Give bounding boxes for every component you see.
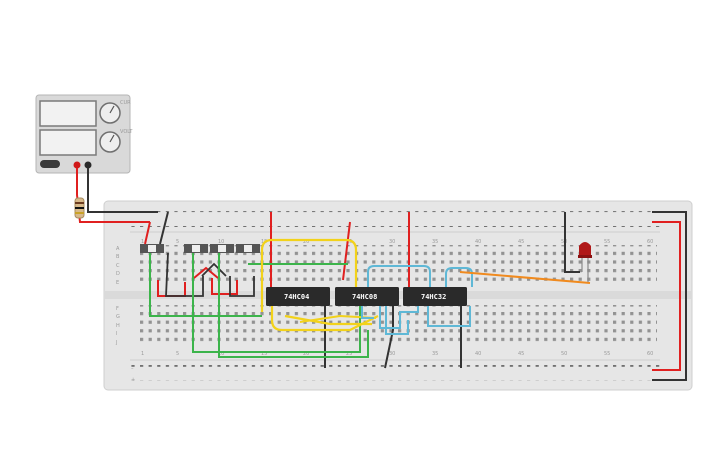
svg-text:35: 35	[432, 351, 438, 357]
yellow-wire-1[interactable]	[260, 238, 358, 312]
switch-icon[interactable]	[236, 244, 260, 253]
plus-rail-label: +	[131, 377, 135, 383]
led-ground-wire[interactable]	[564, 212, 580, 273]
right-positive-rail-wire[interactable]	[652, 221, 681, 371]
voltage-knob-label: VOLT	[120, 129, 133, 135]
svg-text:I: I	[116, 331, 117, 337]
chip-icon[interactable]: 74HC32	[403, 287, 467, 306]
input-b-wire[interactable]	[192, 253, 361, 353]
blue-wire-2[interactable]	[445, 267, 473, 287]
svg-text:15: 15	[261, 351, 267, 357]
supply-negative-wire[interactable]	[87, 168, 158, 213]
switch-jumper-3[interactable]	[193, 266, 219, 279]
svg-text:5: 5	[176, 351, 179, 357]
power-supply-icon[interactable]: CUR VOLT	[35, 94, 133, 174]
svg-text:55: 55	[604, 239, 610, 245]
switch-ground-jumper-1[interactable]	[165, 252, 204, 297]
switch-jumper-2[interactable]	[211, 278, 238, 295]
negative-terminal[interactable]	[84, 161, 92, 169]
svg-text:H: H	[116, 323, 120, 329]
yellow-wire-3[interactable]	[284, 314, 372, 326]
svg-text:10: 10	[218, 239, 224, 245]
svg-text:B: B	[116, 254, 120, 260]
right-negative-rail-wire[interactable]	[652, 211, 687, 381]
svg-text:25: 25	[346, 239, 352, 245]
svg-text:50: 50	[561, 351, 567, 357]
blue-wire-1[interactable]	[367, 265, 431, 287]
chip2-vcc-wire[interactable]	[342, 221, 351, 281]
resistor-icon[interactable]	[74, 197, 85, 219]
svg-text:40: 40	[475, 351, 481, 357]
svg-text:G: G	[116, 314, 120, 320]
switch-icon[interactable]	[210, 244, 234, 253]
switch-ground-jumper-3[interactable]	[201, 262, 227, 277]
switch-icon[interactable]	[140, 244, 164, 253]
yellow-wire-2[interactable]	[270, 306, 379, 332]
svg-text:F: F	[116, 306, 119, 312]
power-toggle[interactable]	[40, 160, 60, 168]
blue-wire-5[interactable]	[427, 306, 471, 327]
column-labels-bottom: 1 5 10 15 20 25 30 35 40 45 50 55 60	[141, 351, 653, 357]
switch-ground-jumper-2[interactable]	[229, 276, 255, 297]
chip-2-label: 74HC08	[352, 293, 377, 301]
chip-3-label: 74HC32	[421, 293, 446, 301]
chip-1-label: 74HC04	[284, 293, 309, 301]
minus-rail-label: –	[131, 366, 134, 372]
svg-text:C: C	[116, 263, 120, 269]
current-knob-label: CUR	[120, 100, 131, 106]
display-voltage	[39, 129, 97, 156]
svg-text:1: 1	[141, 351, 144, 357]
svg-text:60: 60	[647, 351, 653, 357]
svg-text:5: 5	[176, 239, 179, 245]
switch-icon[interactable]	[184, 244, 208, 253]
led-icon[interactable]	[578, 242, 592, 282]
svg-text:60: 60	[647, 239, 653, 245]
svg-text:25: 25	[346, 351, 352, 357]
input-c-wire[interactable]	[218, 253, 369, 358]
svg-text:45: 45	[518, 351, 524, 357]
positive-terminal[interactable]	[73, 161, 81, 169]
svg-text:D: D	[116, 271, 120, 277]
svg-text:E: E	[116, 280, 119, 286]
svg-text:55: 55	[604, 351, 610, 357]
svg-text:30: 30	[389, 351, 395, 357]
chip-icon[interactable]: 74HC08	[335, 287, 399, 306]
blue-wire-6[interactable]	[361, 306, 374, 319]
switch-power-wire[interactable]	[144, 221, 151, 245]
switch-ground-wire[interactable]	[159, 211, 169, 245]
input-a-wire[interactable]	[149, 253, 262, 317]
svg-text:A: A	[116, 246, 120, 252]
row-labels: A B C D E F G H I J – +	[115, 246, 135, 383]
blue-wire-4[interactable]	[385, 306, 409, 335]
svg-text:40: 40	[475, 239, 481, 245]
svg-text:30: 30	[389, 239, 395, 245]
output-wire[interactable]	[459, 271, 591, 284]
svg-text:45: 45	[518, 239, 524, 245]
svg-text:J: J	[115, 340, 117, 346]
blue-wire-3[interactable]	[379, 306, 419, 329]
svg-text:35: 35	[432, 239, 438, 245]
svg-text:1: 1	[141, 239, 144, 245]
svg-text:20: 20	[303, 239, 309, 245]
chip-icon[interactable]: 74HC04	[266, 287, 330, 306]
svg-text:20: 20	[303, 351, 309, 357]
display-current	[39, 100, 97, 127]
chip2-gnd-wire[interactable]	[384, 306, 394, 369]
svg-text:10: 10	[218, 351, 224, 357]
